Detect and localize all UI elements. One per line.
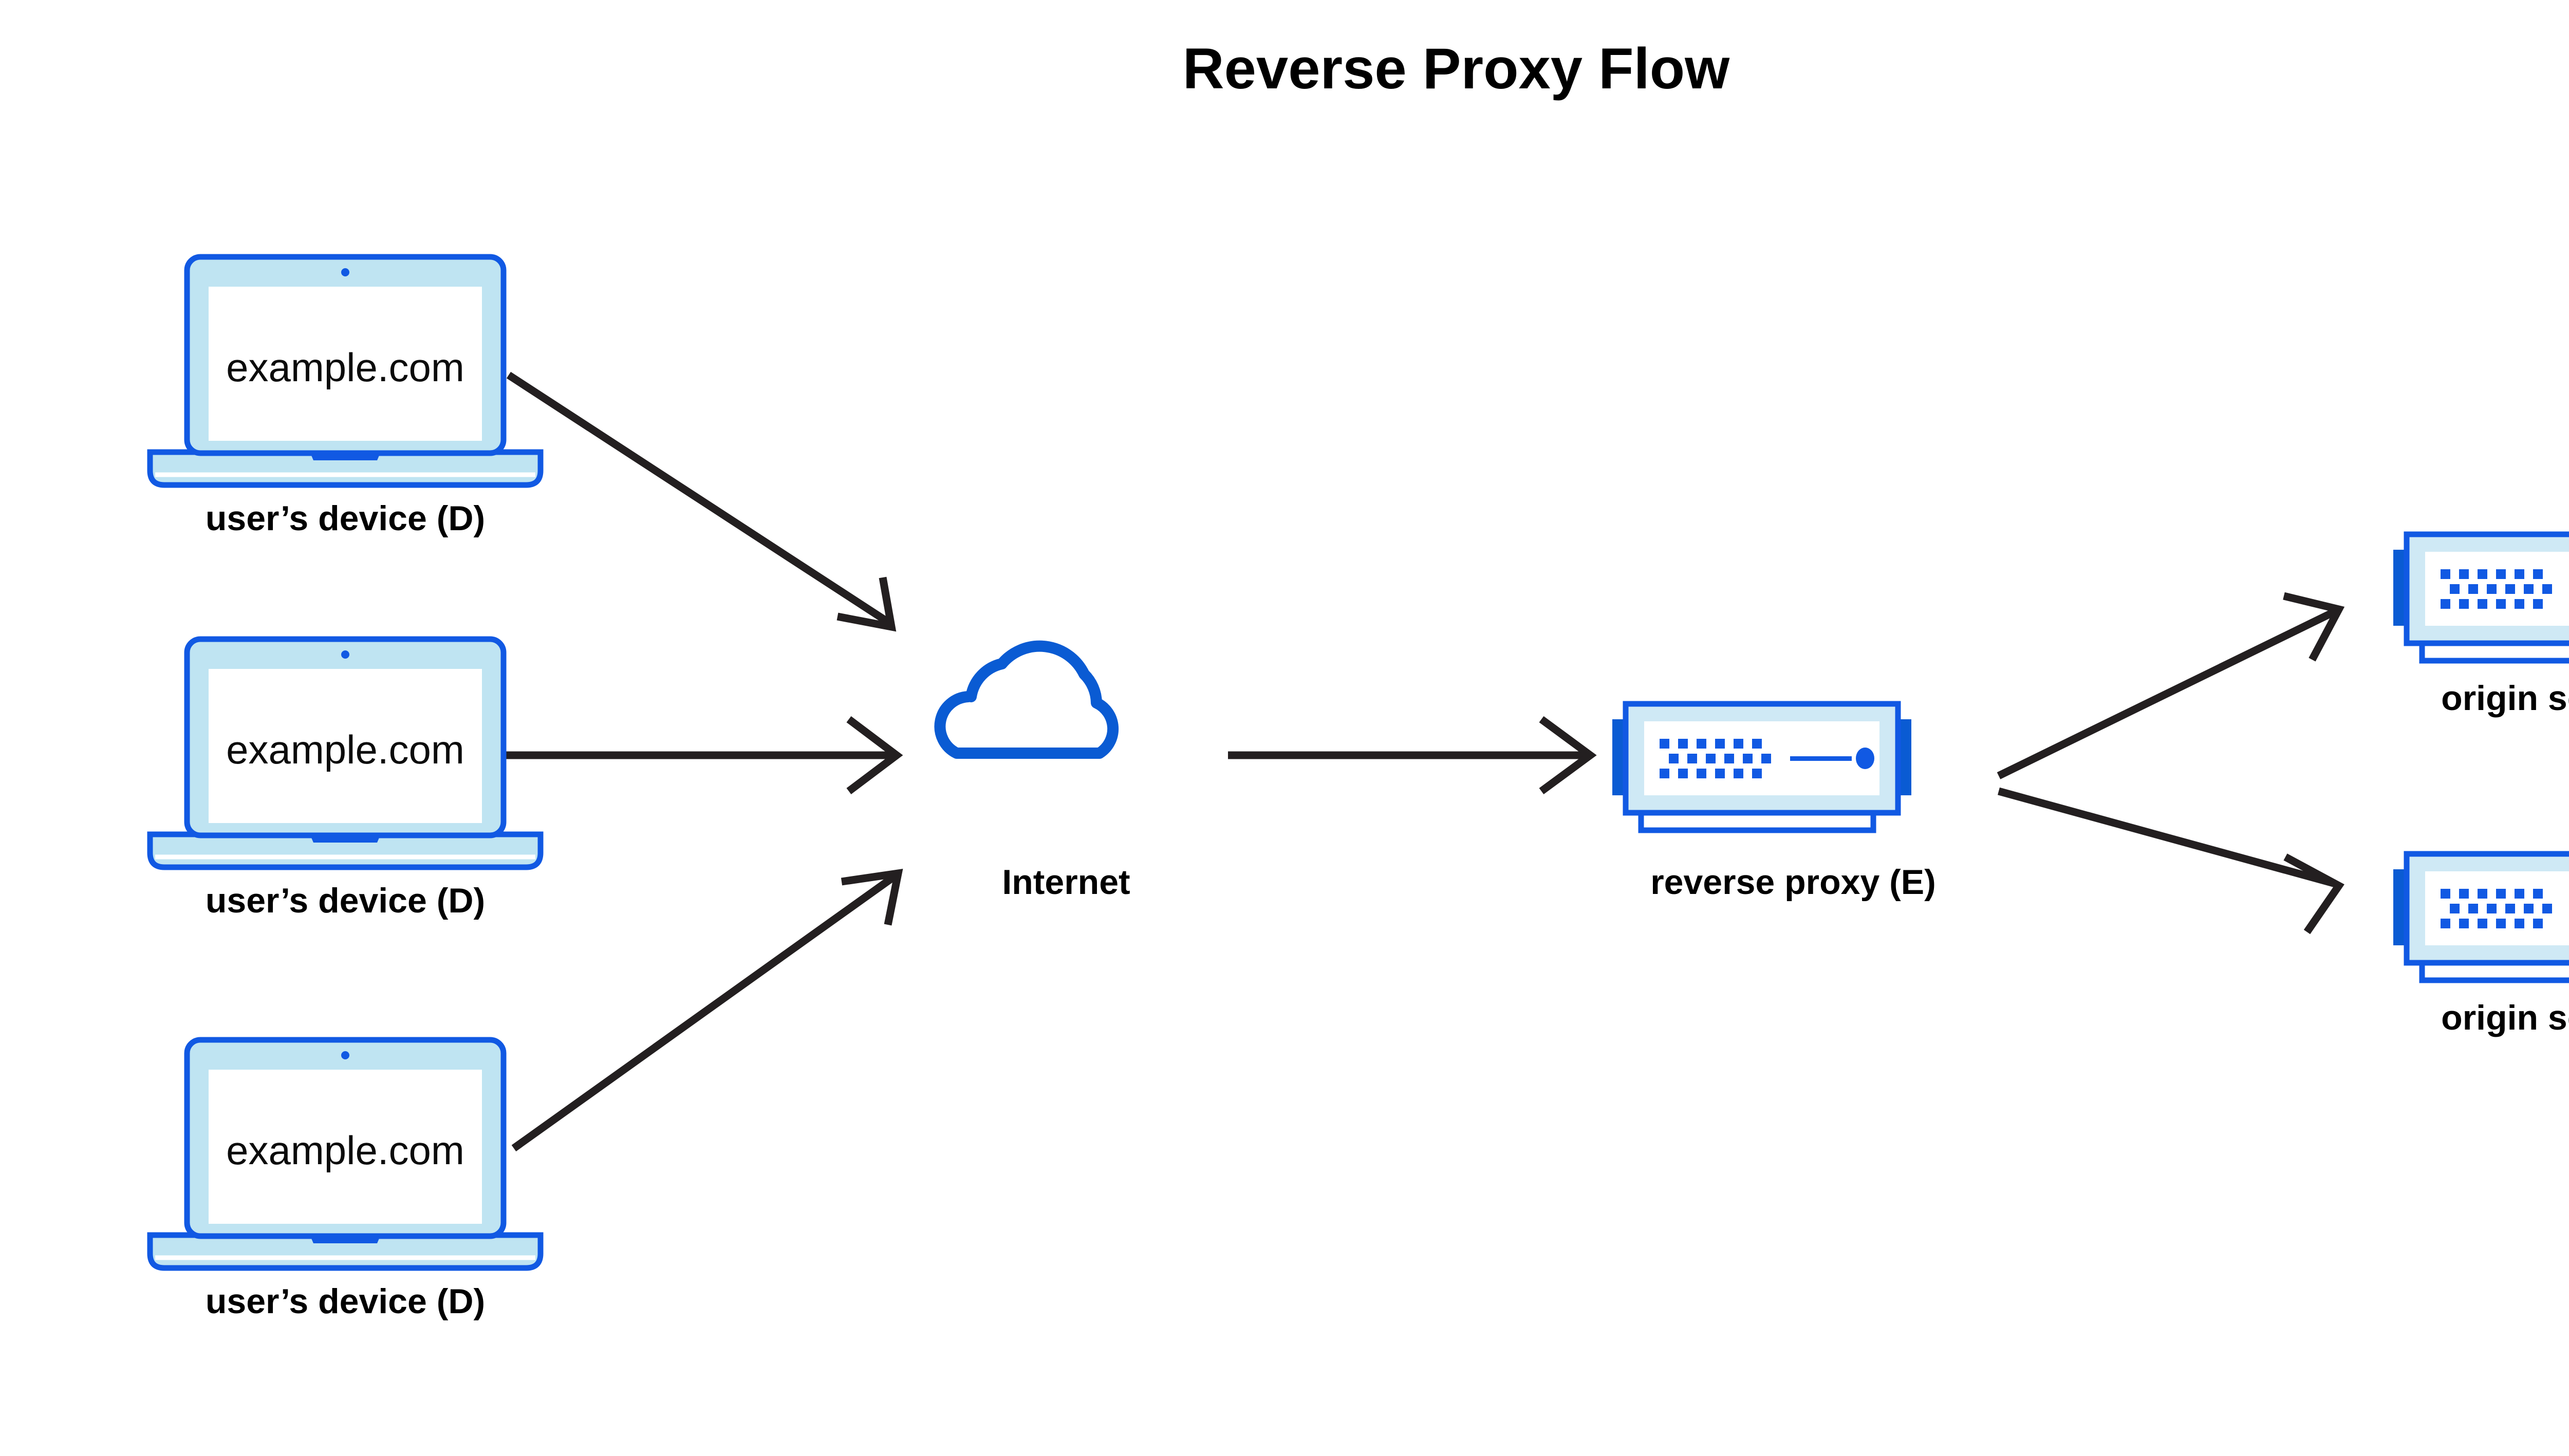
node-client-3[interactable]: example.com user’s device (D) — [150, 1040, 541, 1321]
node-internet[interactable]: Internet — [940, 646, 1130, 902]
client-label: user’s device (D) — [206, 881, 485, 920]
edge-proxy-to-origin2 — [1998, 787, 2344, 935]
edge-client2-to-internet — [506, 716, 903, 794]
server-icon — [2393, 534, 2569, 661]
edge-layer — [506, 371, 2345, 1152]
client-screen-url: example.com — [226, 345, 464, 390]
origin-label: origin server (F) — [2441, 998, 2569, 1037]
server-icon — [1612, 704, 1911, 830]
client-screen-url: example.com — [226, 1128, 464, 1173]
edge-proxy-to-origin1 — [1997, 592, 2345, 779]
client-label: user’s device (D) — [206, 499, 485, 538]
internet-label: Internet — [1002, 863, 1130, 902]
page-title: Reverse Proxy Flow — [1183, 36, 1730, 101]
node-reverse-proxy[interactable]: reverse proxy (E) — [1612, 704, 1936, 902]
edge-client3-to-internet — [511, 869, 903, 1152]
client-screen-url: example.com — [226, 727, 464, 772]
edge-client1-to-internet — [506, 371, 897, 632]
node-client-2[interactable]: example.com user’s device (D) — [150, 639, 541, 920]
origin-label: origin server (F) — [2441, 679, 2569, 718]
proxy-label: reverse proxy (E) — [1650, 863, 1936, 902]
edge-internet-to-proxy — [1228, 716, 1597, 795]
client-label: user’s device (D) — [206, 1282, 485, 1321]
node-origin-2[interactable]: origin server (F) — [2393, 854, 2569, 1037]
server-icon — [2393, 854, 2569, 980]
node-origin-1[interactable]: origin server (F) — [2393, 534, 2569, 718]
cloud-icon — [940, 646, 1113, 753]
node-client-1[interactable]: example.com user’s device (D) — [150, 257, 541, 538]
